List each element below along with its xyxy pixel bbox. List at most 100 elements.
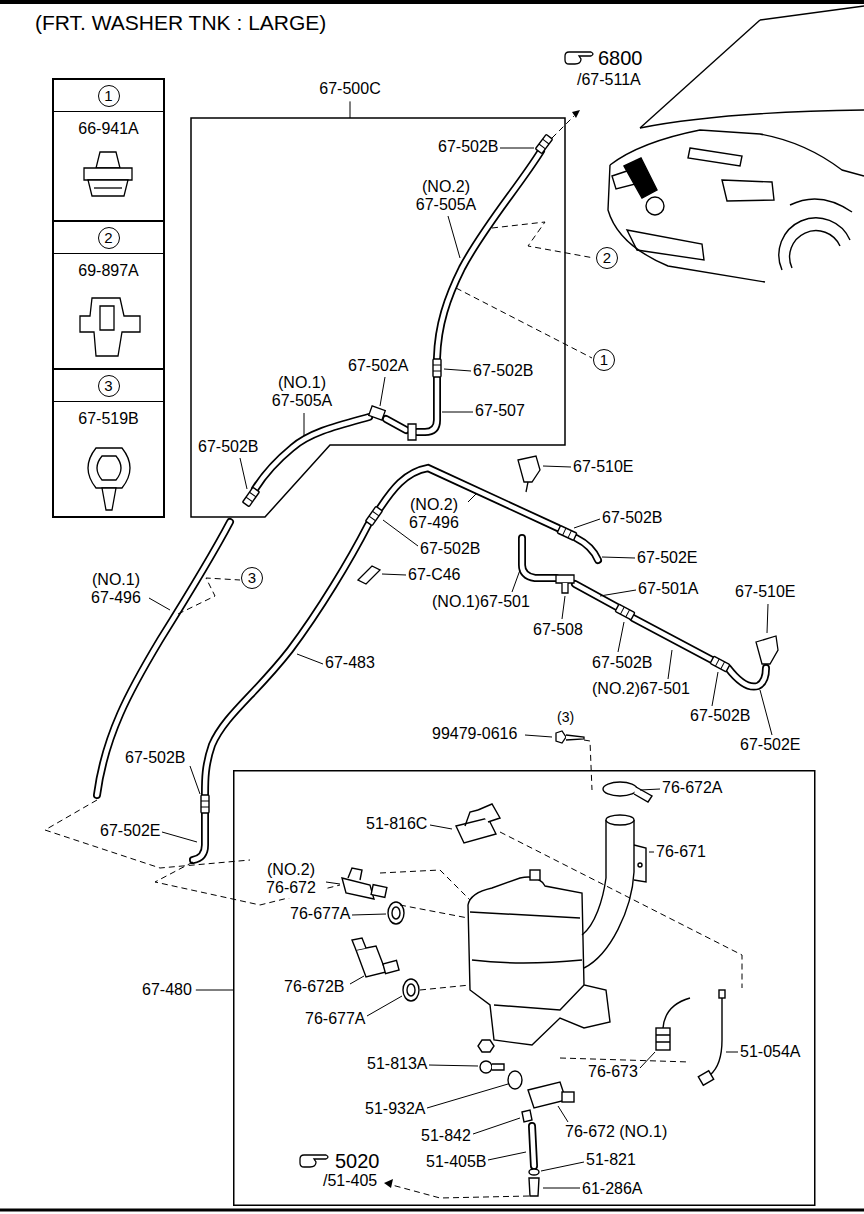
leader-line	[442, 412, 473, 413]
part-number: (NO.2) 67-496	[402, 496, 466, 533]
washer-hose	[97, 151, 766, 1166]
leader-line	[297, 654, 323, 664]
pointer-hand	[565, 52, 593, 64]
tank-illustration	[710, 998, 722, 1075]
leader-line	[562, 596, 565, 619]
diagram-title: (FRT. WASHER TNK : LARGE)	[35, 11, 326, 35]
washer-hose	[417, 378, 437, 432]
washer-hose	[532, 1126, 534, 1166]
clip-illustration	[94, 187, 122, 188]
hose-joint	[201, 795, 209, 813]
hose-joint	[243, 487, 260, 506]
arrow-head	[572, 110, 580, 118]
fitting-illustration	[358, 406, 778, 743]
part-number: 99479-0616	[432, 725, 517, 743]
leader-line	[525, 735, 552, 737]
part-number: /51-405	[323, 1172, 377, 1190]
part-number: (NO.1) 67-496	[84, 571, 148, 608]
frame-outline	[191, 118, 565, 517]
leader-line	[350, 976, 364, 984]
dashed-guide	[392, 1185, 529, 1198]
fitting-illustration	[562, 583, 568, 593]
dashed-guide	[400, 905, 468, 918]
part-number: 67-510E	[573, 458, 634, 476]
leader-line	[429, 1065, 478, 1066]
washer-hose	[255, 417, 369, 489]
tank-illustration	[342, 782, 725, 1196]
leader-line	[304, 413, 305, 436]
clip-illustration	[100, 306, 114, 330]
leader-line	[600, 590, 636, 596]
leader-line	[350, 101, 351, 118]
fitting-illustration	[566, 735, 584, 740]
washer-hose	[522, 538, 556, 578]
leader-line	[767, 604, 768, 633]
leader-line	[543, 1188, 580, 1189]
tank-illustration	[478, 804, 500, 822]
tank-illustration	[494, 985, 584, 1010]
clip-illustration	[84, 168, 132, 180]
cell-header: 2	[54, 222, 163, 254]
washer-hose	[97, 522, 230, 795]
leader-line	[448, 216, 460, 258]
leader-line	[380, 377, 385, 406]
vehicle-illustration	[627, 230, 704, 260]
reference-number: 5020	[335, 1150, 380, 1173]
clip-legend-cell: 166-941A	[52, 78, 165, 222]
vehicle-illustration	[760, 6, 864, 20]
washer-hose	[522, 538, 556, 578]
fitting-illustration	[556, 575, 574, 583]
frame-outline	[140, 770, 816, 1206]
dashed-guide	[560, 1058, 690, 1062]
tank-illustration	[392, 907, 400, 919]
tank-illustration	[465, 810, 478, 826]
leader-line	[162, 832, 197, 842]
washer-hose	[575, 584, 617, 607]
washer-hose	[193, 813, 205, 860]
part-number: 51-816C	[366, 815, 427, 833]
leader-line	[640, 1052, 655, 1068]
part-number: 67-502E	[637, 549, 698, 567]
part-number: 76-672B	[284, 978, 345, 996]
part-number: 51-054A	[740, 1043, 801, 1061]
tank-illustration	[480, 1061, 492, 1073]
tank-illustration	[719, 990, 725, 998]
callout-number: 2	[98, 227, 120, 249]
hose-joint	[433, 359, 441, 377]
leader-line	[468, 494, 476, 502]
callout-number: 3	[98, 375, 120, 397]
leader-line	[543, 466, 571, 467]
tank-illustration	[478, 1040, 494, 1052]
tank-illustration	[656, 1035, 670, 1042]
leader-line	[444, 369, 471, 371]
vehicle-illustration	[779, 218, 850, 270]
part-number: 67-502B	[602, 509, 663, 527]
leader-line	[574, 519, 600, 528]
tank-illustration	[584, 820, 634, 968]
part-number: 67-502B	[198, 438, 259, 456]
dashed-guide	[456, 288, 592, 358]
arrow-head	[384, 1179, 393, 1188]
vehicle-illustration	[624, 158, 657, 198]
part-number: 76-672A	[662, 779, 723, 797]
dashed-guide	[45, 800, 250, 868]
leader-line	[367, 996, 402, 1016]
part-number: 67-502B	[438, 138, 499, 156]
leader-line	[500, 148, 534, 149]
dashed-guide	[492, 222, 594, 258]
tank-illustration	[348, 868, 362, 880]
fitting-illustration	[518, 456, 540, 482]
assembly-number: 67-480	[142, 981, 192, 999]
tank-illustration	[663, 998, 690, 1028]
leader-line	[430, 825, 452, 829]
leader-line	[618, 622, 624, 652]
leader-line	[326, 882, 340, 884]
vehicle-illustration	[640, 20, 760, 128]
tank-illustration	[508, 1071, 522, 1089]
arrow-head	[384, 110, 580, 1188]
hose-joint	[557, 526, 577, 541]
hose-joint	[366, 506, 383, 525]
leader-line	[512, 570, 520, 592]
part-number: 76-672 (NO.1)	[565, 1123, 667, 1141]
leader-line	[668, 650, 672, 679]
